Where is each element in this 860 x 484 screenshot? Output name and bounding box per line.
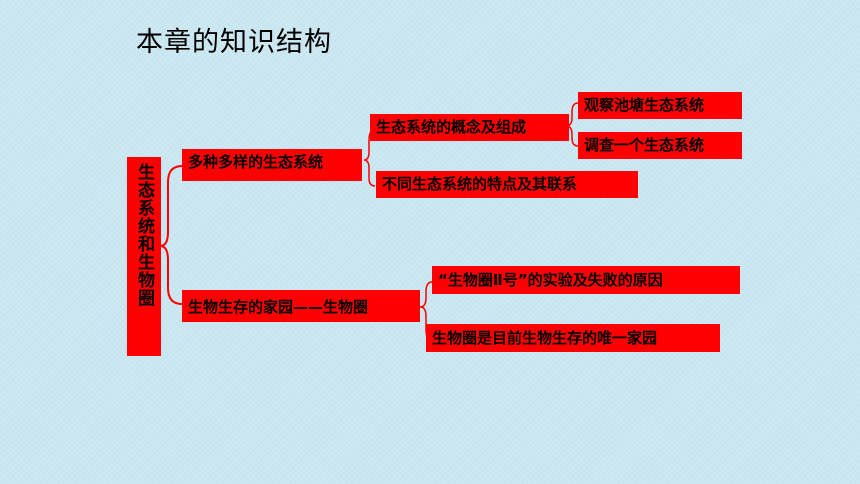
branch2-item-1: “生物圈Ⅱ号”的实验及失败的原因 — [432, 266, 740, 294]
page-title: 本章的知识结构 — [136, 27, 332, 58]
sub1-item-1: 观察池塘生态系统 — [578, 92, 742, 119]
branch1-sub2-node: 不同生态系统的特点及其联系 — [376, 171, 638, 198]
sub1-item-2: 调查一个生态系统 — [578, 132, 742, 159]
root-node: 生态系统和生物圈 — [127, 157, 161, 356]
root-brace — [159, 165, 183, 305]
root-label: 生态系统和生物圈 — [134, 163, 154, 307]
branch1-sub1-node: 生态系统的概念及组成 — [370, 114, 569, 141]
branch2-item-2: 生物圈是目前生物生存的唯一家园 — [426, 324, 720, 352]
branch1-node: 多种多样的生态系统 — [182, 149, 362, 181]
branch2-node: 生物生存的家园——生物圈 — [182, 290, 420, 322]
